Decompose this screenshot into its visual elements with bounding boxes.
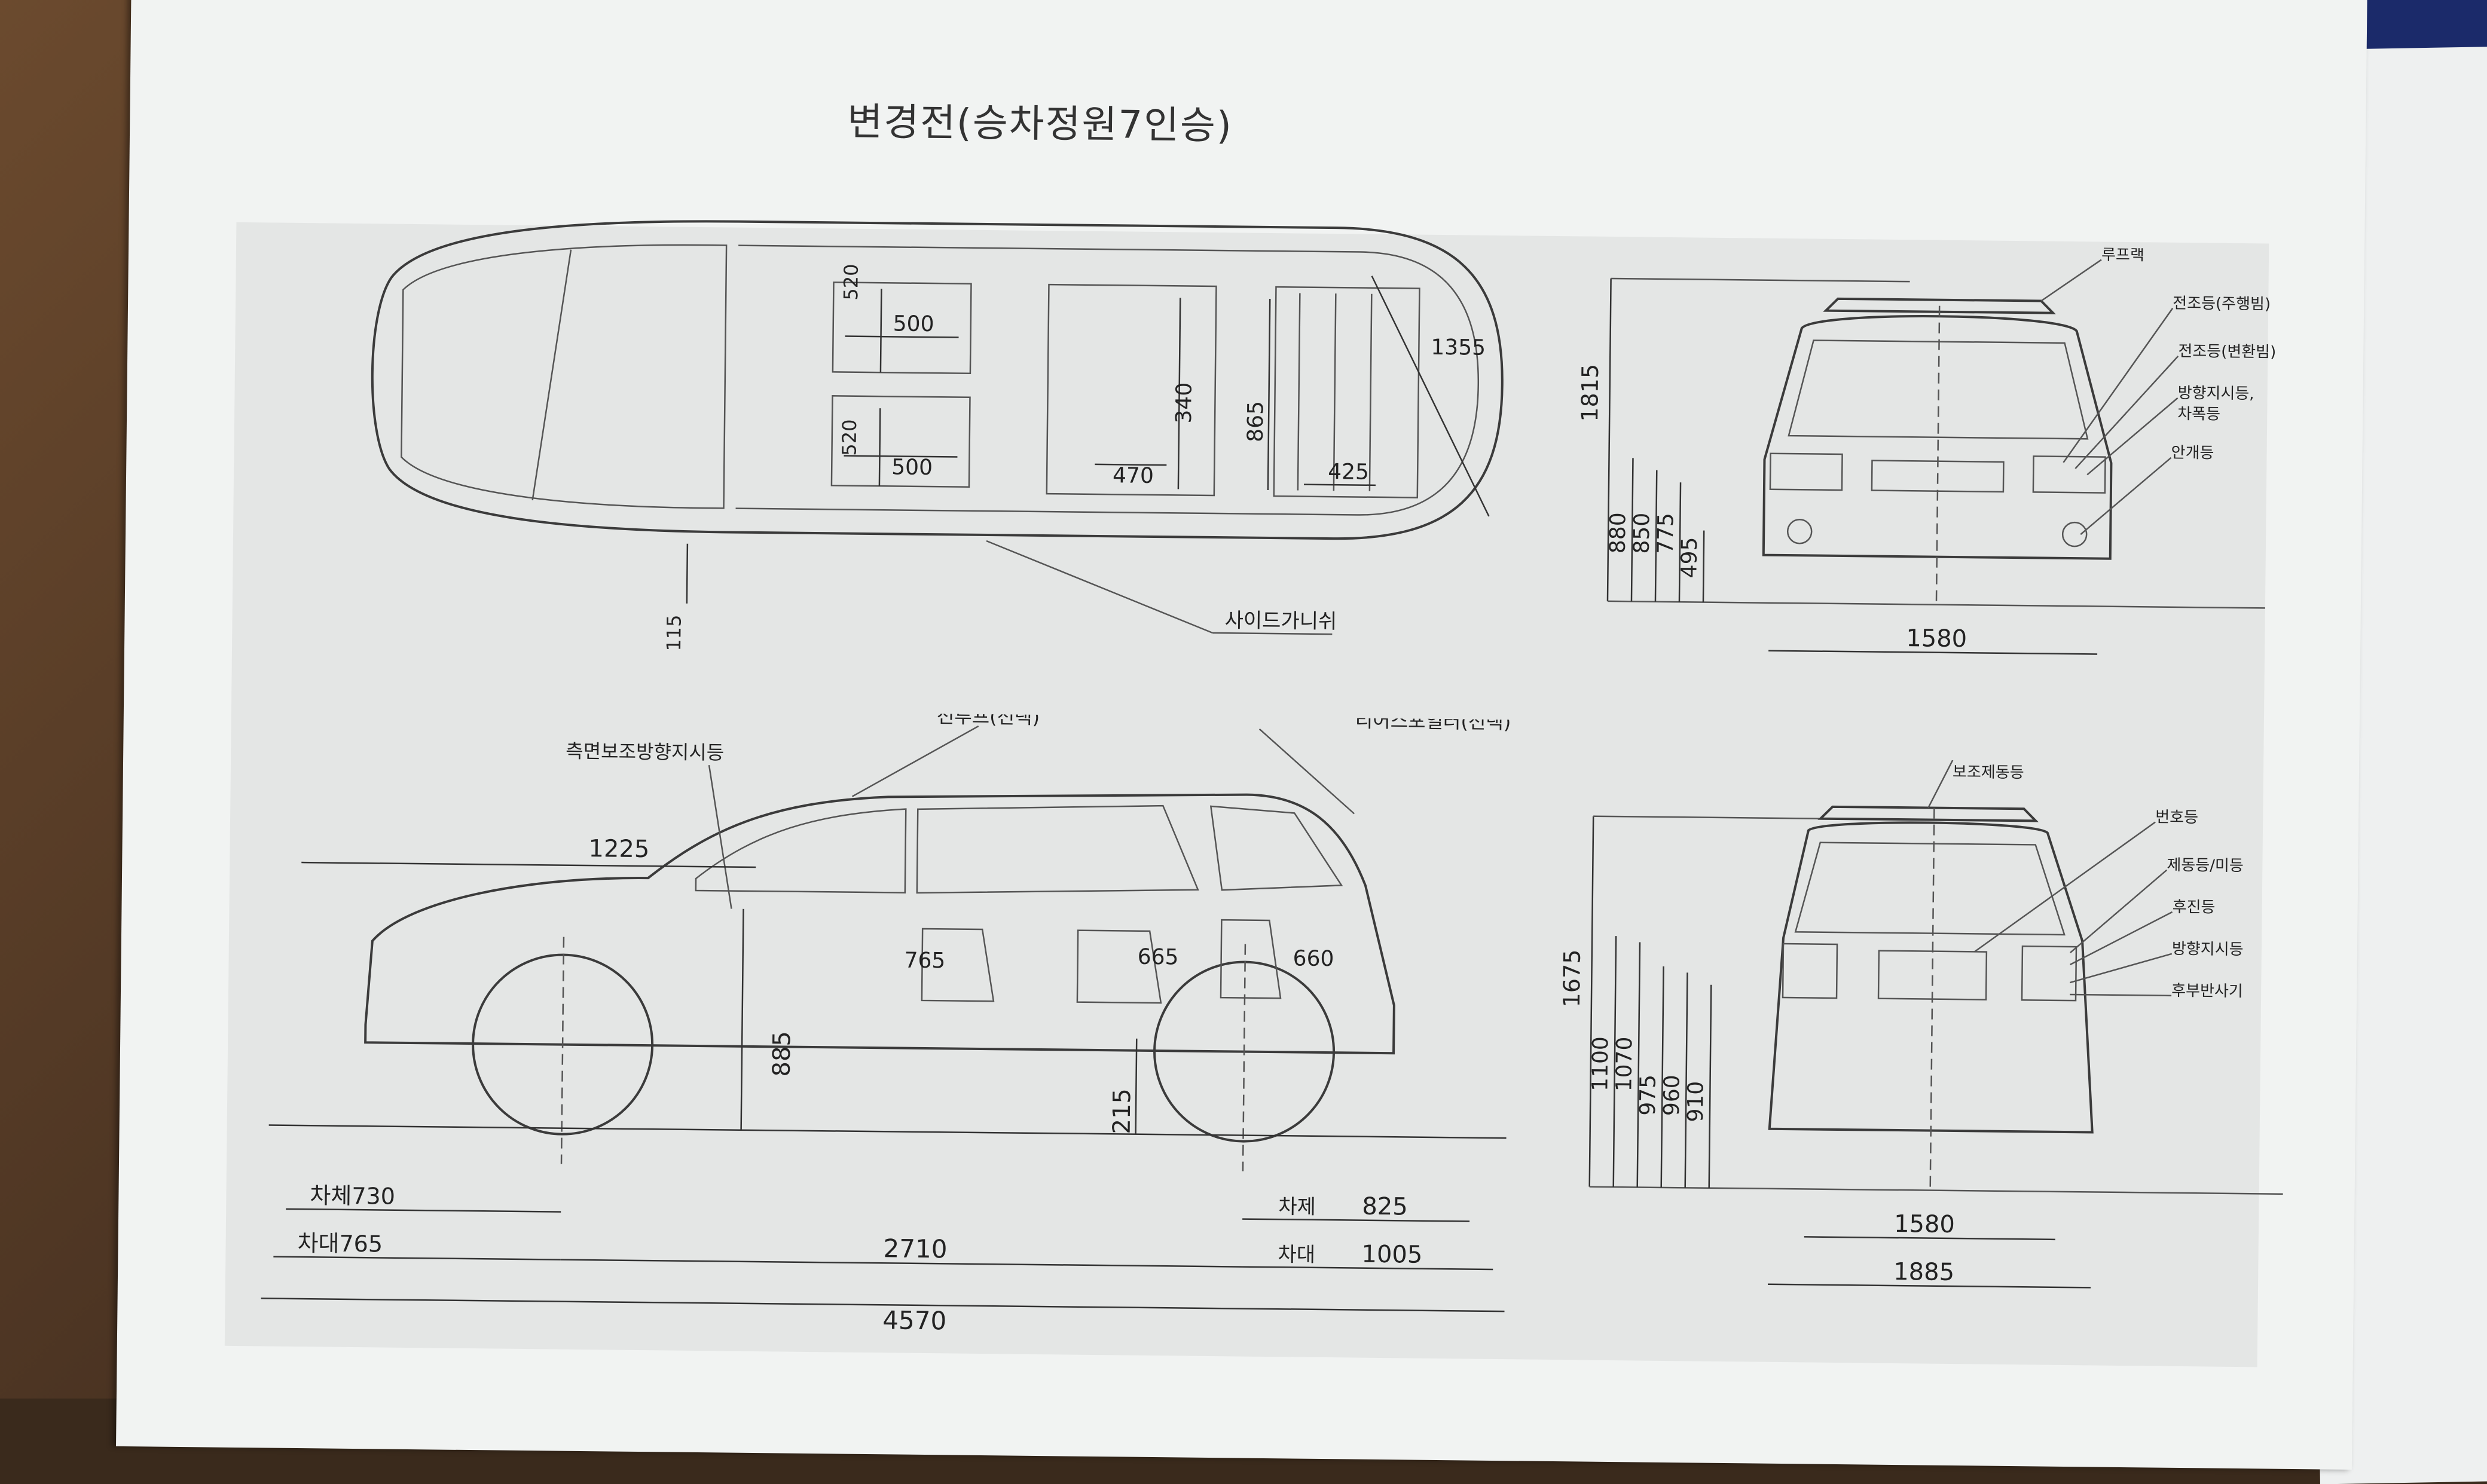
rear-width: 1885: [1893, 1258, 1954, 1286]
side-view-diagram: 선루프(선택) 리어스포일러(선택) 측면보조방향지시등 1225 765 66…: [261, 706, 1511, 1335]
front-label-highbeam: 전조등(주행빔): [2173, 295, 2271, 314]
seat-depth-front2: 520: [838, 419, 861, 455]
front-label-fog: 안개등: [2171, 444, 2214, 463]
rear-label-brake: 제동등/미등: [2167, 856, 2244, 875]
rear-height-5: 910: [1684, 1081, 1709, 1122]
wheelbase: 2710: [883, 1234, 947, 1263]
third-row-width: 425: [1328, 460, 1369, 485]
hip-height: 885: [768, 1031, 796, 1077]
front-length: 1225: [588, 835, 649, 863]
rear-height-4: 960: [1660, 1075, 1685, 1116]
rear-label-reverse: 후진등: [2173, 898, 2216, 917]
front-track: 1580: [1906, 625, 1967, 653]
rear-total-height: 1675: [1559, 949, 1585, 1007]
top-view-diagram: 500 500 520 520 340 470 865 425 1355 115…: [371, 220, 1504, 651]
seat-width-front2: 500: [891, 455, 933, 480]
rear-label-turn: 방향지시등: [2172, 940, 2244, 959]
front-height-2: 850: [1630, 513, 1655, 554]
front-label-turn: 방향지시등,: [2178, 384, 2254, 403]
ground-clearance: 215: [1108, 1088, 1136, 1134]
front-label-side-marker: 차폭등: [2177, 405, 2220, 424]
rear-view-diagram: 1675 1100 1070 975 960 910 1580 1885 보조제…: [1559, 760, 2283, 1289]
rear-overhang-body: 825: [1362, 1193, 1408, 1221]
overall-length: 4570: [882, 1305, 946, 1335]
side-turn-label: 측면보조방향지시등: [566, 740, 724, 764]
rear-label-reflector: 후부반사기: [2171, 982, 2243, 1000]
front-label-lowbeam: 전조등(변환빔): [2178, 342, 2276, 362]
rear-width: 1355: [1431, 335, 1486, 360]
rear-overhang-body-label: 차제: [1278, 1195, 1316, 1219]
seat-width-front: 500: [893, 311, 934, 336]
drawing-sheet: 변경전(승차정원7인승) 500 500 520 520 340 470 865…: [116, 0, 2367, 1470]
sheet-title: 변경전(승차정원7인승): [847, 100, 1233, 149]
rear-label-brake-aux: 보조제동등: [1953, 763, 2024, 782]
seat-2-pos: 665: [1137, 945, 1178, 970]
seat-1-pos: 765: [904, 948, 945, 974]
second-row-width: 470: [1113, 463, 1154, 488]
rear-overhang-bumper: 1005: [1361, 1241, 1422, 1269]
front-height-1: 880: [1606, 512, 1631, 553]
front-overhang-bumper: 차대765: [297, 1230, 383, 1257]
front-view-diagram: 1815 880 850 775 495 1580 루프랙 전조등(주행빔) 전…: [1576, 246, 2276, 655]
front-overhang-body: 차체730: [310, 1182, 395, 1209]
side-garnish-label: 사이드가니쉬: [1224, 608, 1337, 634]
seat-depth-front: 520: [839, 264, 863, 300]
rear-height-2: 1070: [1612, 1036, 1637, 1091]
rear-overhang-bumper-label: 차대: [1278, 1243, 1315, 1267]
front-total-height: 1815: [1576, 364, 1603, 422]
side-clearance: 115: [662, 614, 686, 651]
rear-label-license: 번호등: [2155, 809, 2198, 827]
rear-track: 1580: [1894, 1210, 1955, 1238]
rear-height-1: 1100: [1588, 1036, 1613, 1091]
front-label-roofrack: 루프랙: [2101, 246, 2144, 265]
seat-3-pos: 660: [1293, 946, 1334, 971]
front-height-3: 775: [1654, 513, 1679, 554]
second-row-length: 340: [1172, 383, 1197, 424]
third-row-length: 865: [1244, 401, 1269, 442]
front-height-4: 495: [1677, 537, 1702, 578]
rear-height-3: 975: [1636, 1075, 1661, 1116]
